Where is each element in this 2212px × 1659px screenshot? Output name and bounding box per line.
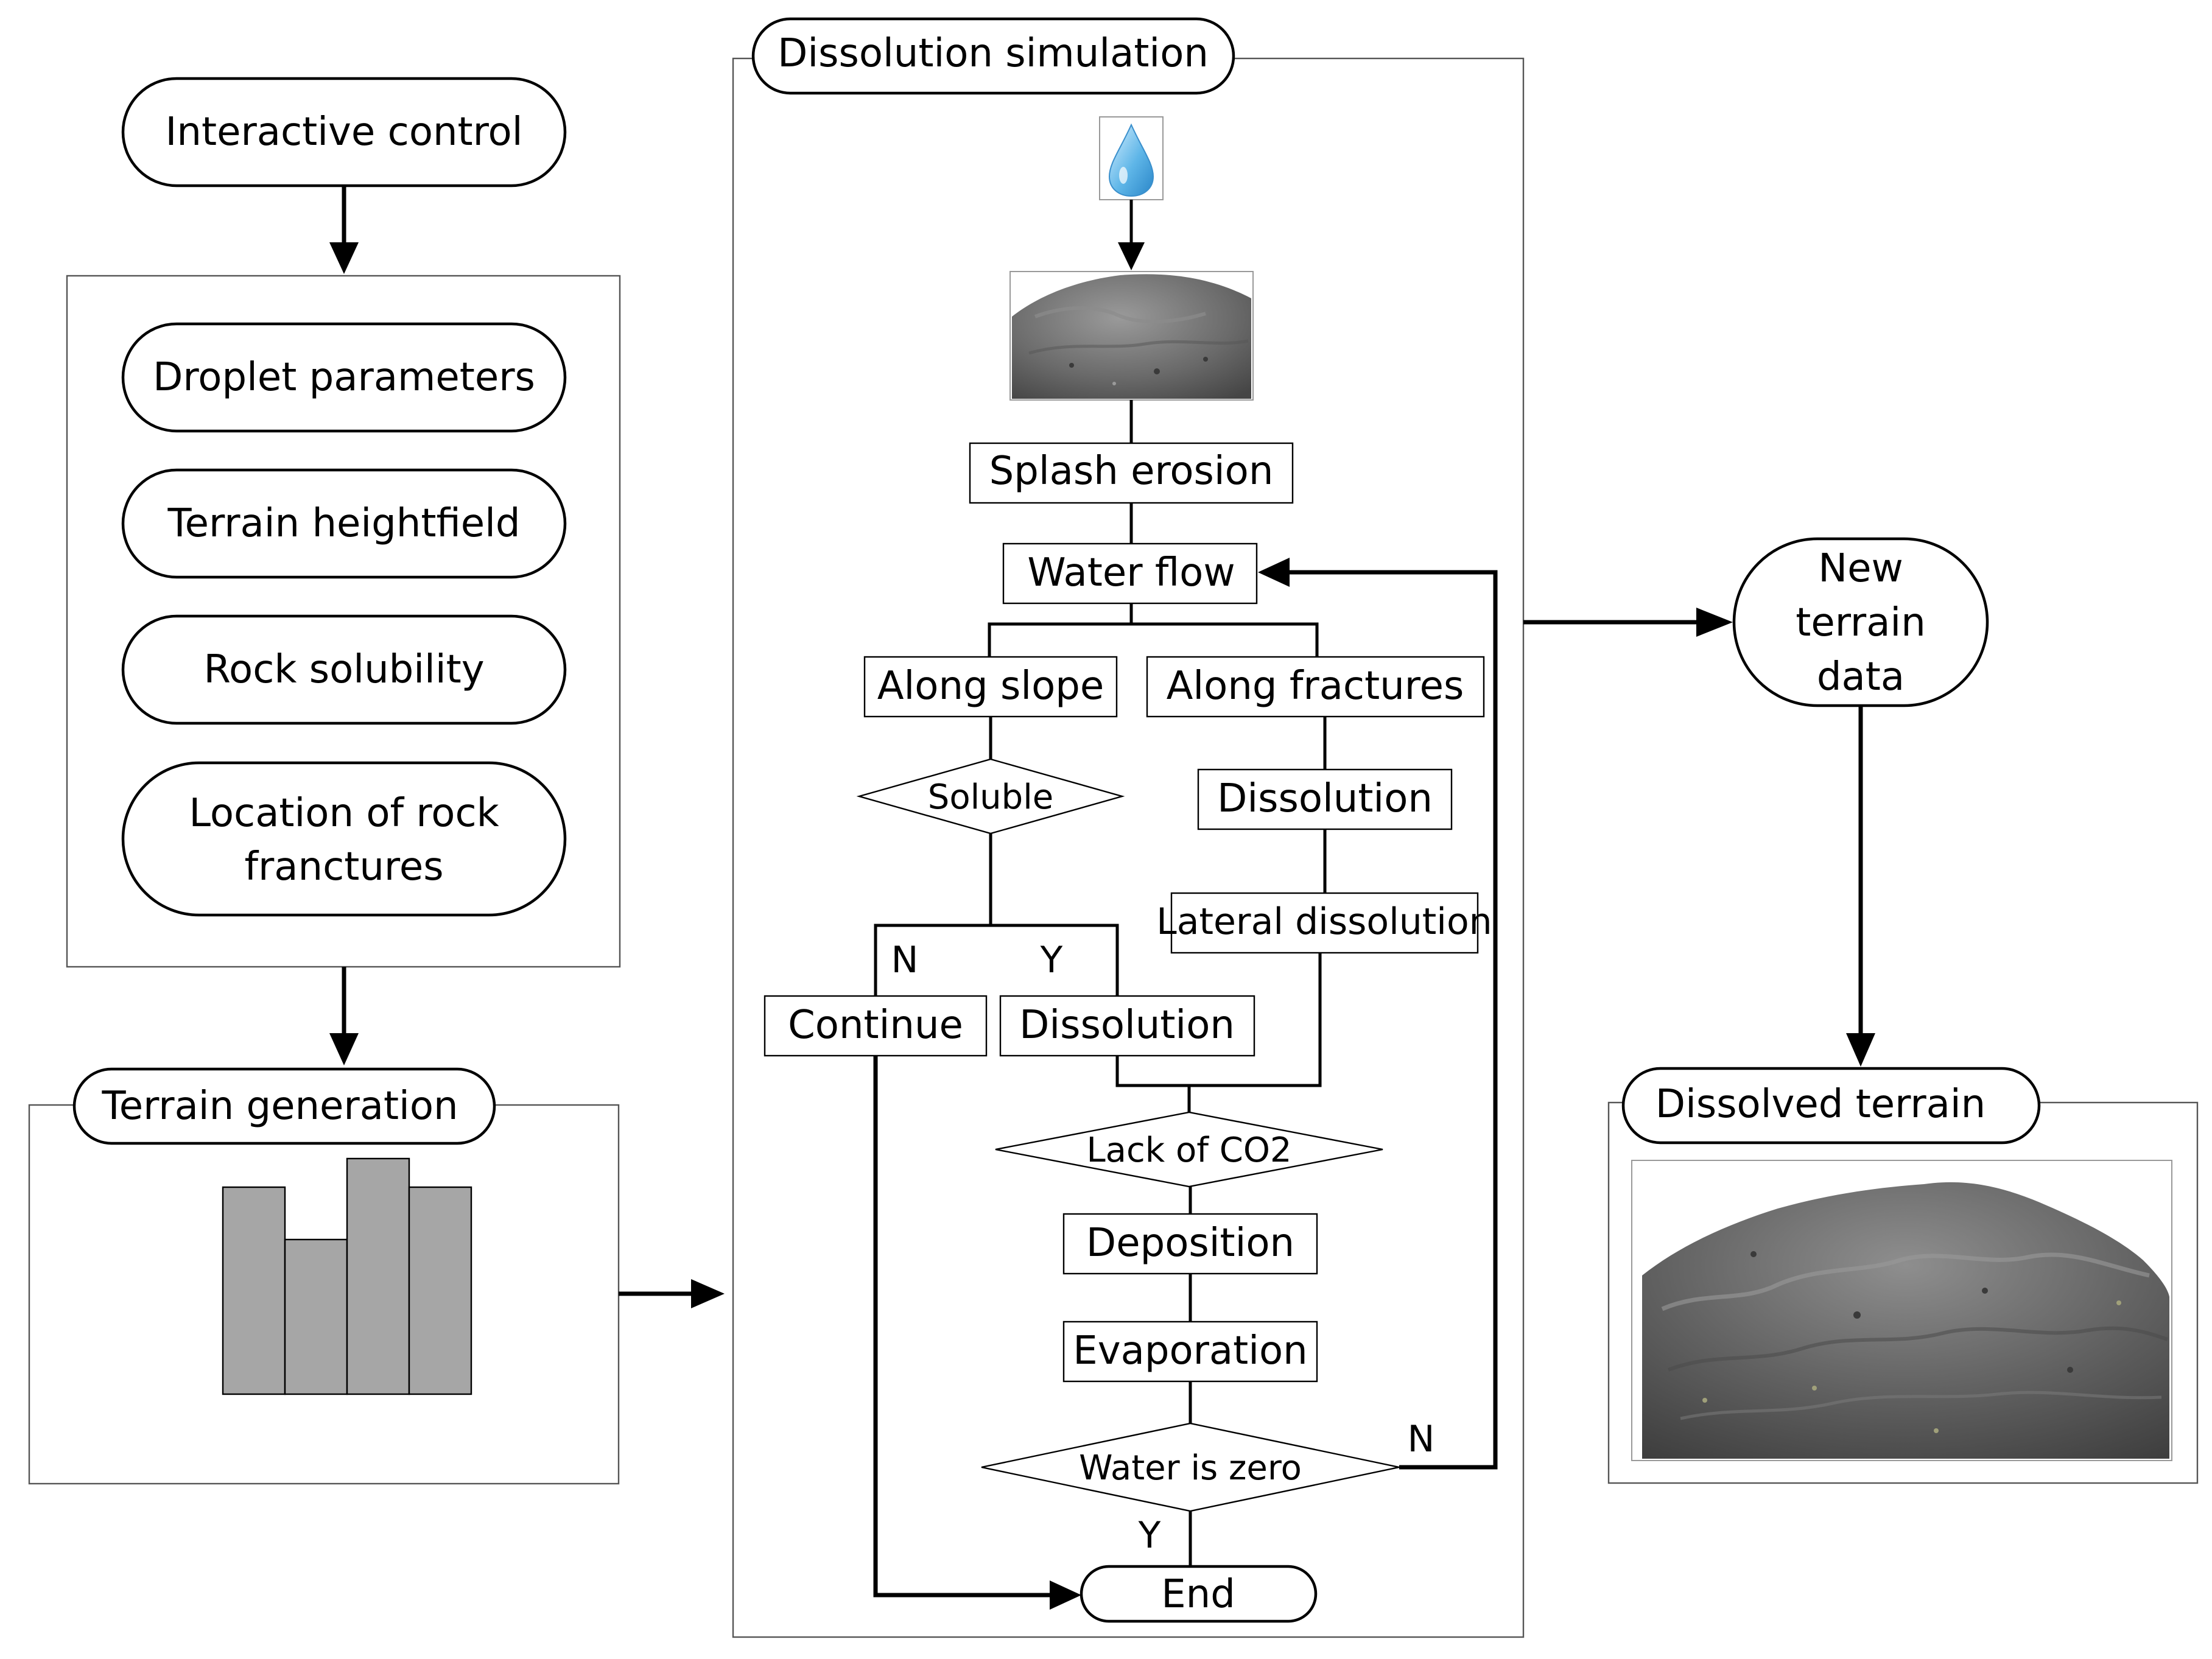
- terrain-heightfield-label: Terrain heightfield: [167, 501, 520, 546]
- water-flow-node: Water flow: [1002, 542, 1258, 605]
- terrain-generation-title: Terrain generation: [72, 1067, 496, 1145]
- slope-dissolution-node: Dissolution: [999, 995, 1255, 1057]
- continue-label: Continue: [788, 1003, 963, 1048]
- soluble-no-label: N: [891, 939, 919, 981]
- height-column-2: [284, 1238, 348, 1395]
- fracture-dissolution-node: Dissolution: [1197, 768, 1453, 830]
- lateral-dissolution-label: Lateral dissolution: [1156, 900, 1492, 943]
- interactive-control-label: Interactive control: [166, 110, 523, 155]
- splash-erosion-label: Splash erosion: [989, 449, 1274, 494]
- deposition-node: Deposition: [1062, 1213, 1318, 1275]
- rock-solubility-label: Rock solubility: [203, 647, 484, 692]
- terrain-generation-panel: Terrain generation: [28, 1067, 620, 1485]
- arrow-new-data-to-dissolved: [1846, 706, 1875, 1067]
- evaporation-label: Evaporation: [1073, 1328, 1307, 1373]
- water-is-zero-label: Water is zero: [1079, 1448, 1302, 1488]
- arrow-generation-to-simulation: [619, 1279, 725, 1308]
- lack-of-co2-label: Lack of CO2: [1086, 1131, 1291, 1170]
- dissolved-terrain-title: Dissolved terrain: [1621, 1067, 2041, 1145]
- interactive-control-node: Interactive control: [121, 77, 567, 188]
- new-terrain-data-line1: New: [1818, 546, 1903, 591]
- soluble-label: Soluble: [928, 777, 1053, 817]
- continue-node: Continue: [764, 995, 988, 1057]
- soluble-yes-label: Y: [1040, 939, 1063, 981]
- new-terrain-data-line2: terrain: [1796, 600, 1926, 645]
- dissolved-terrain-image: [1631, 1160, 2172, 1461]
- terrain-heightfield-node: Terrain heightfield: [121, 468, 567, 579]
- arrow-droplet-to-rock: [1118, 200, 1145, 270]
- water-is-zero-decision: Water is zero: [981, 1422, 1400, 1512]
- dissolution-simulation-panel: Dissolution simulation Splash er: [732, 17, 1525, 1638]
- rock-fractures-label-line2: franctures: [244, 844, 443, 889]
- along-fractures-node: Along fractures: [1146, 656, 1485, 718]
- arrow-control-to-inputs: [329, 186, 359, 274]
- heightfield-bar-chart: [222, 1157, 472, 1395]
- deposition-label: Deposition: [1086, 1221, 1294, 1266]
- fracture-dissolution-label: Dissolution: [1217, 776, 1433, 821]
- along-slope-node: Along slope: [863, 656, 1118, 718]
- end-label: End: [1161, 1572, 1235, 1617]
- height-column-1: [222, 1186, 286, 1395]
- rock-fractures-node: Location of rock franctures: [121, 761, 567, 917]
- evaporation-node: Evaporation: [1062, 1321, 1318, 1383]
- arrow-simulation-to-new-data: [1523, 608, 1733, 637]
- along-fractures-label: Along fractures: [1167, 664, 1464, 709]
- lateral-dissolution-node: Lateral dissolution: [1156, 892, 1492, 954]
- dissolved-terrain-label: Dissolved terrain: [1655, 1082, 1986, 1127]
- along-slope-label: Along slope: [877, 664, 1104, 709]
- rock-fractures-label-line1: Location of rock: [189, 791, 499, 836]
- rock-solubility-node: Rock solubility: [121, 614, 567, 725]
- droplet-parameters-label: Droplet parameters: [153, 355, 535, 400]
- soluble-decision: Soluble: [856, 758, 1125, 835]
- new-terrain-data-node: New terrain data: [1732, 537, 1989, 707]
- dissolved-terrain-panel: Dissolved terrain: [1607, 1067, 2199, 1484]
- splash-erosion-node: Splash erosion: [969, 442, 1294, 504]
- arrow-inputs-to-generation: [329, 967, 359, 1065]
- lack-of-co2-decision: Lack of CO2: [995, 1111, 1383, 1188]
- height-column-4: [408, 1186, 472, 1395]
- water-flow-label: Water flow: [1027, 550, 1235, 595]
- dissolution-simulation-title: Dissolution simulation: [751, 17, 1235, 95]
- end-node: End: [1080, 1565, 1318, 1623]
- dissolution-simulation-label: Dissolution simulation: [778, 31, 1209, 76]
- slope-dissolution-label: Dissolution: [1019, 1003, 1235, 1048]
- droplet-parameters-node: Droplet parameters: [121, 322, 567, 433]
- rock-terrain-image: [1009, 271, 1254, 401]
- water-droplet-icon: [1099, 116, 1164, 200]
- inputs-panel: Droplet parameters Terrain heightfield R…: [66, 275, 621, 968]
- water-zero-no-label: N: [1408, 1418, 1435, 1461]
- new-terrain-data-line3: data: [1817, 654, 1905, 700]
- terrain-generation-label: Terrain generation: [101, 1084, 458, 1129]
- height-column-3: [346, 1157, 410, 1395]
- water-zero-yes-label: Y: [1138, 1514, 1161, 1557]
